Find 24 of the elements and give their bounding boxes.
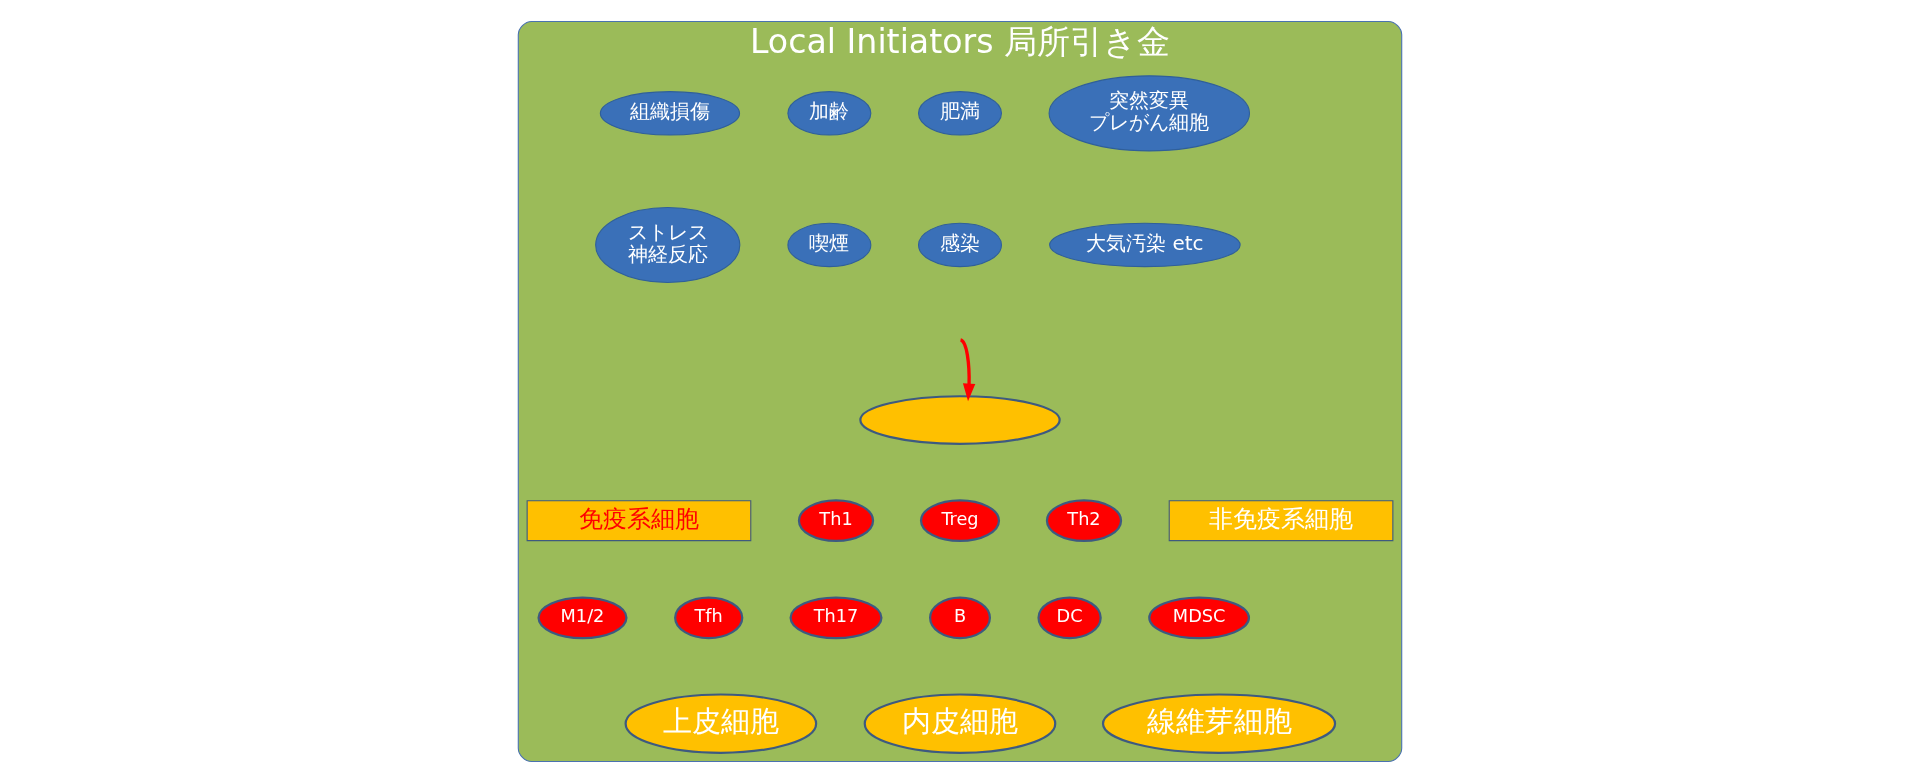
node-ellipse: Th17: [789, 596, 883, 640]
node-ellipse: M1/2: [537, 596, 628, 640]
node-ellipse: 上皮細胞: [624, 693, 818, 754]
node-ellipse: DC: [1037, 596, 1102, 640]
node-ellipse: 大気汚染 etc: [1049, 222, 1241, 268]
node-ellipse: 線維芽細胞: [1101, 693, 1337, 754]
node-box: 免疫系細胞: [526, 500, 752, 542]
node-ellipse: ストレス 神経反応: [595, 206, 741, 284]
node-ellipse: 組織損傷: [599, 91, 741, 136]
node-ellipse: 内皮細胞: [863, 693, 1057, 754]
node-ellipse: Tfh: [674, 596, 744, 640]
node-ellipse: 感染: [918, 222, 1002, 268]
node-box: 非免疫系細胞: [1168, 500, 1394, 542]
arrow: [959, 338, 976, 402]
node-ellipse: Th1: [797, 499, 875, 542]
node-ellipse: B: [929, 596, 991, 640]
node-ellipse: Treg: [919, 499, 1001, 542]
node-ellipse: MDSC: [1148, 596, 1251, 640]
node-ellipse: [859, 395, 1061, 445]
node-ellipse: 突然変異 プレがん細胞: [1048, 75, 1251, 152]
node-ellipse: Th2: [1045, 499, 1123, 542]
node-ellipse: 加齢: [787, 91, 872, 136]
node-ellipse: 肥満: [918, 91, 1002, 136]
node-ellipse: 喫煙: [787, 222, 872, 268]
